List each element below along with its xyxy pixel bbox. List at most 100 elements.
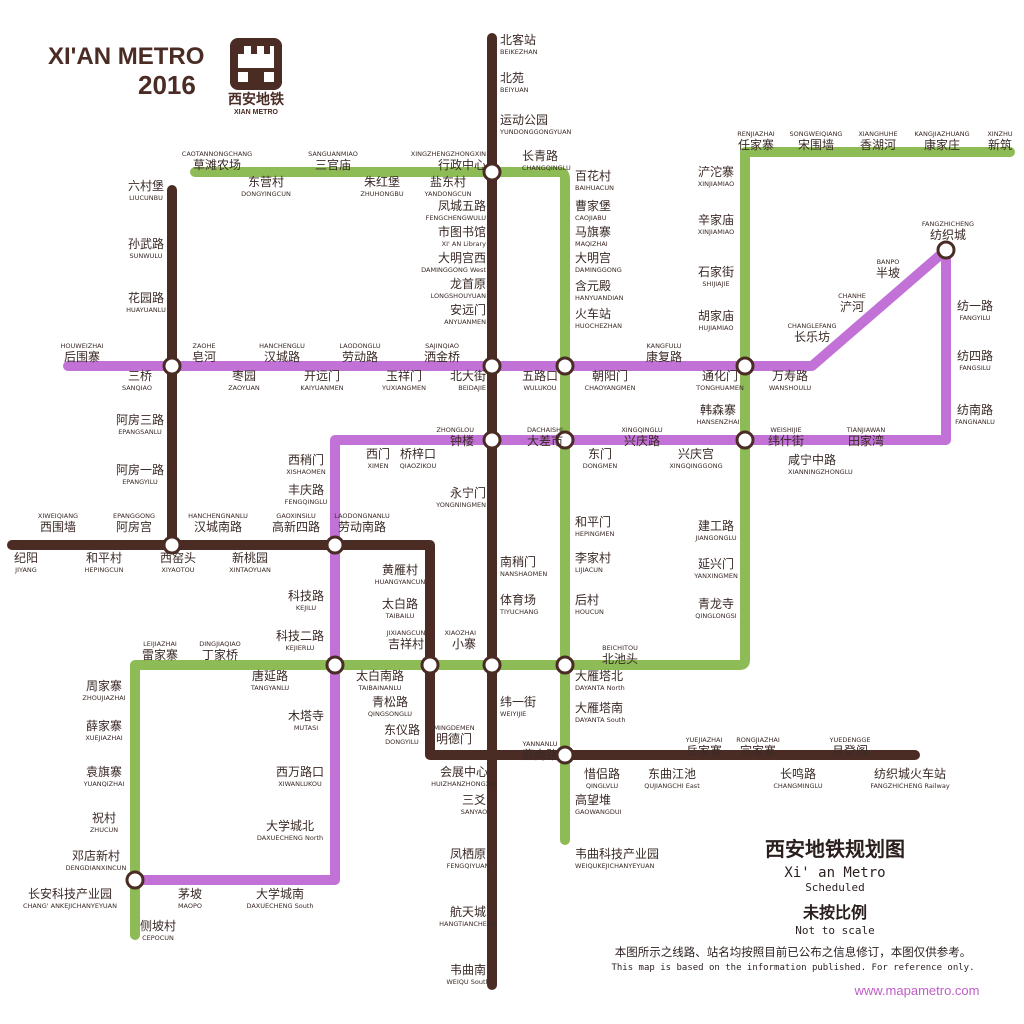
- station-name-pinyin: MAOPO: [178, 902, 202, 910]
- station-name-cn: 兴庆宫: [678, 446, 714, 461]
- station-name-cn: 纺一路: [957, 298, 993, 313]
- station-name-cn: 洒金桥: [424, 349, 460, 364]
- station-name-pinyin: HANCHENGNANLU: [188, 512, 248, 520]
- station-name-cn: 浐沱寨: [698, 164, 734, 179]
- station-name-cn: 汉城南路: [194, 519, 242, 534]
- station-name-pinyin: DONGYILU: [385, 738, 419, 746]
- station-name-cn: 北池头: [602, 652, 638, 666]
- station-name-pinyin: ZAOHE: [193, 342, 216, 350]
- station-name-cn: 兴庆路: [624, 433, 660, 448]
- interchange-tonghuamen: [735, 356, 755, 376]
- station-name-cn: 薛家寨: [86, 718, 122, 733]
- station-name-cn: 李家村: [575, 550, 611, 565]
- station-name-pinyin: YANNANLU: [521, 740, 557, 748]
- station-name-cn: 体育场: [500, 592, 536, 607]
- station-name-pinyin: TIANJIAWAN: [846, 426, 886, 434]
- station-name-pinyin: HANGTIANCHENG: [439, 920, 497, 928]
- station-name-cn: 岳家寨: [686, 743, 722, 758]
- map-title: XI'AN METRO: [48, 43, 204, 70]
- station-name-pinyin: HEPINGCUN: [85, 566, 124, 574]
- station-name-pinyin: WEIQUKEJICHANYEYUAN: [575, 862, 655, 870]
- station-name-cn: 新桃园: [232, 550, 268, 565]
- station-name-pinyin: DAXUECHENG South: [246, 902, 313, 910]
- station-name-cn: 北苑: [500, 71, 524, 85]
- station-name-pinyin: SUNWULU: [130, 252, 163, 260]
- station-name-cn: 太白南路: [356, 668, 404, 683]
- station-name-pinyin: FANGZHICHENG: [922, 220, 974, 228]
- station-name-cn: 燕南路: [522, 747, 558, 762]
- station-name-pinyin: BAIHUACUN: [575, 184, 614, 192]
- interchange-xiaozhai: [482, 655, 502, 675]
- station-name-cn: 三官庙: [315, 157, 351, 172]
- station-name-pinyin: HEPINGMEN: [575, 530, 614, 538]
- station-name-cn: 康家庄: [924, 137, 960, 152]
- station-name-cn: 侧坡村: [140, 919, 176, 933]
- station-name-pinyin: KEJILU: [296, 604, 317, 612]
- station-name-cn: 六村堡: [128, 178, 164, 193]
- station-name-pinyin: YUANQIZHAI: [83, 780, 125, 788]
- interchange-laodongnan: [325, 535, 345, 555]
- station-name-cn: 东门: [588, 446, 612, 461]
- station-name-cn: 凤城五路: [438, 198, 486, 213]
- station-name-cn: 袁旗寨: [86, 764, 122, 779]
- station-name-cn: 马旗寨: [575, 224, 611, 239]
- station-name-pinyin: DAYANTA South: [575, 716, 625, 724]
- station-name-cn: 长青路: [522, 148, 558, 163]
- station-name-pinyin: XINJIAMIAO: [698, 180, 735, 188]
- station-name-cn: 花园路: [128, 290, 164, 305]
- station-name-cn: 玉祥门: [386, 368, 422, 383]
- station-name-pinyin: HUOCHEZHAN: [575, 322, 622, 330]
- station-name-cn: 青松路: [372, 694, 408, 709]
- station-name-pinyin: HOUCUN: [575, 608, 604, 616]
- station-name-pinyin: SAJINQIAO: [425, 342, 459, 350]
- source-url[interactable]: www.mapametro.com: [854, 983, 980, 998]
- station-name-cn: 雷家寨: [142, 647, 178, 662]
- station-name-cn: 延兴门: [698, 556, 734, 571]
- station-name-cn: 桥梓口: [400, 446, 436, 461]
- station-name-cn: 大雁塔北: [575, 669, 623, 683]
- station-name-cn: 五路口: [522, 368, 558, 383]
- legend-title-cn: 西安地铁规划图: [765, 837, 905, 861]
- station-name-cn: 韩森寨: [700, 402, 736, 417]
- station-name-pinyin: WULUKOU: [523, 384, 556, 392]
- interchange-fangzhicheng: [936, 240, 956, 260]
- station-name-pinyin: CHAOYANGMEN: [585, 384, 636, 392]
- station-name-pinyin: BANPO: [877, 258, 900, 266]
- station-name-pinyin: XIANNINGZHONGLU: [788, 468, 853, 476]
- station-name-pinyin: HANYUANDIAN: [575, 294, 624, 302]
- station-name-pinyin: TIYUCHANG: [499, 608, 538, 616]
- station-name-cn: 纺织城火车站: [874, 766, 946, 781]
- station-name-cn: 小寨: [452, 636, 476, 651]
- station-name-pinyin: DINGJIAQIAO: [199, 640, 240, 648]
- station-name-pinyin: FANGNANLU: [955, 418, 995, 426]
